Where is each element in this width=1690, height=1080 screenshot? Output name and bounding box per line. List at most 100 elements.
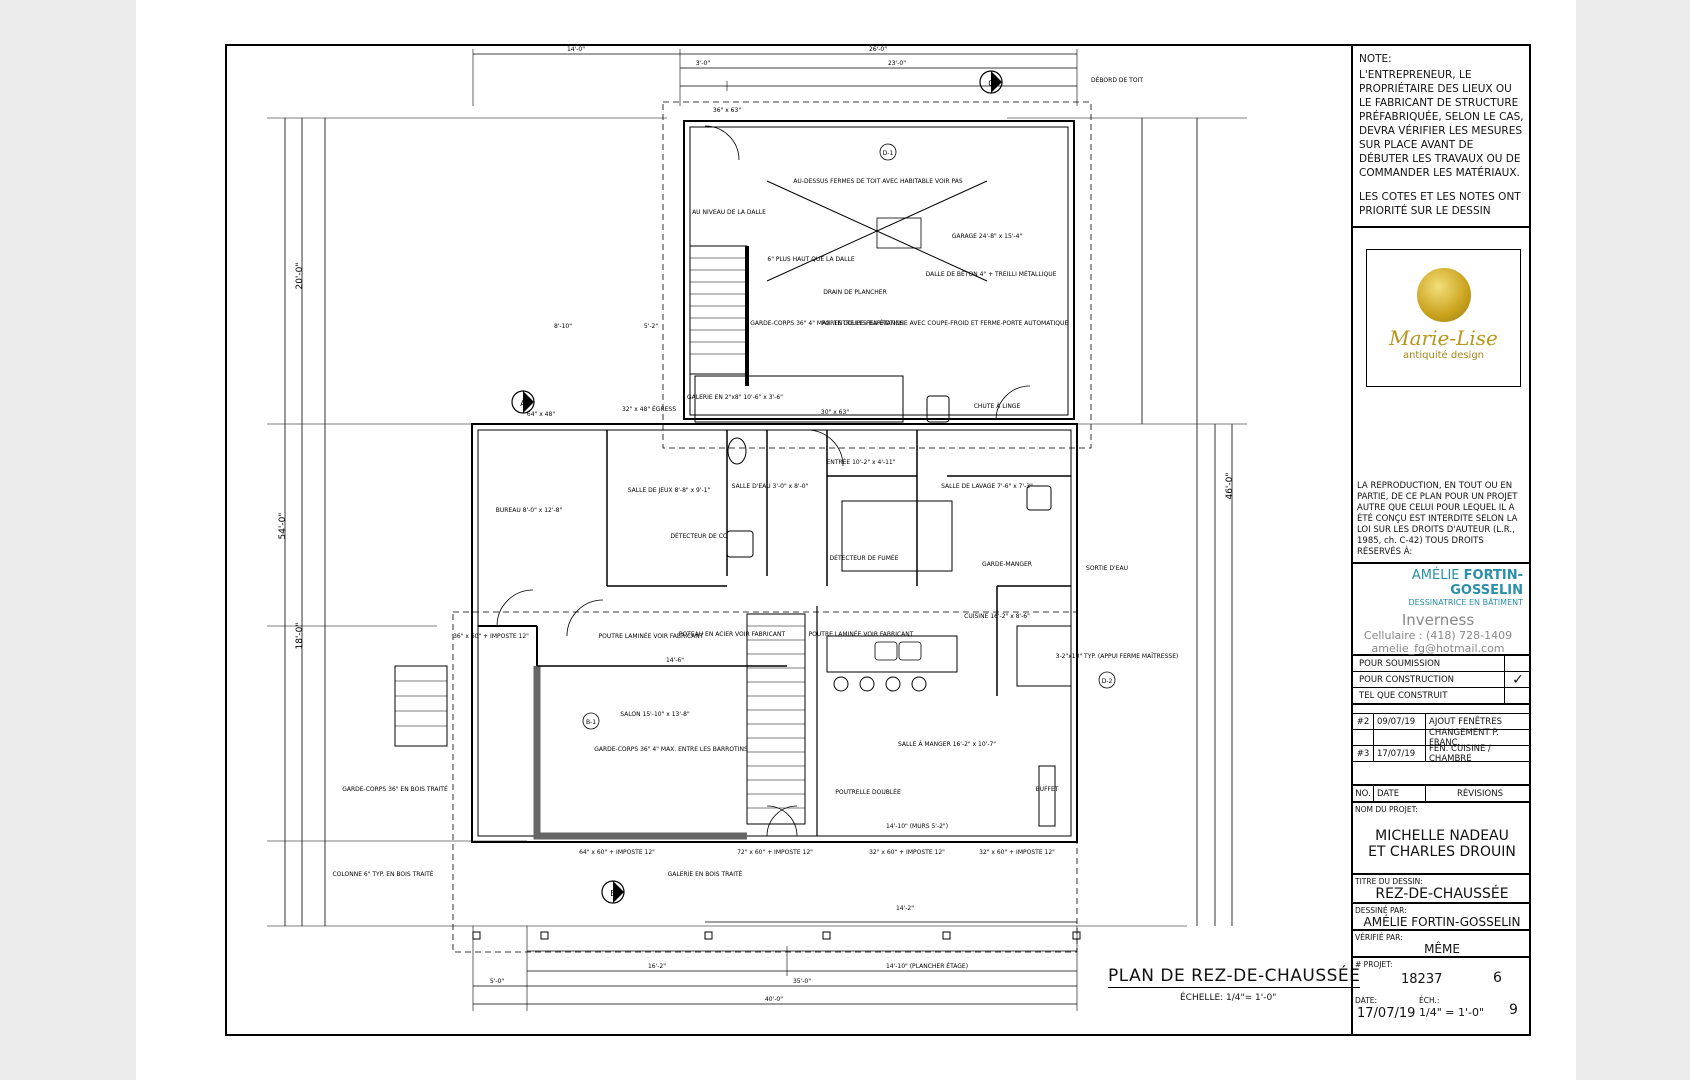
label-fen-4: 32" x 60" + IMPOSTE 12" — [979, 849, 1055, 856]
designed-by-label: DESSINÉ PAR: — [1355, 906, 1407, 915]
revisions-table: #2 09/07/19 AJOUT FENÊTRES CHANGEMENT P.… — [1353, 705, 1531, 803]
drawing-title-box: TITRE DU DESSIN: REZ-DE-CHAUSSÉE — [1353, 875, 1531, 904]
verified-by-label: VÉRIFIÉ PAR: — [1355, 933, 1403, 942]
label-fen-5: 36" x 60" + IMPOSTE 12" — [453, 633, 529, 640]
logo-brand: Marie-Lise — [1389, 326, 1498, 350]
drawing-title-value: REZ-DE-CHAUSSÉE — [1375, 886, 1509, 902]
dim-14-6: 14'-6" — [666, 657, 684, 664]
label-fermes: AU-DESSUS FERMES DE TOIT AVEC HABITABLE … — [793, 178, 963, 185]
status-label: POUR CONSTRUCTION — [1353, 672, 1505, 687]
label-sortie-eau: SORTIE D'EAU — [1086, 565, 1128, 572]
project-label: NOM DU PROJET: — [1355, 805, 1418, 814]
label-salon: SALON 15'-10" x 13'-8" — [620, 711, 690, 718]
section-marker-c: C — [988, 79, 994, 88]
revision-row: #3 17/07/19 FEN. CUISINE / CHAMBRE — [1353, 744, 1531, 764]
label-garde-corps-bois: GARDE-CORPS 36" EN BOIS TRAITÉ — [342, 785, 448, 793]
label-fen-nord: 64" x 48" — [527, 411, 555, 418]
label-poteau: POTEAU EN ACIER VOIR FABRICANT — [679, 631, 786, 638]
revision-date — [1374, 730, 1426, 745]
drawing-sheet — [136, 0, 1576, 1080]
label-galerie-haut: GALERIE EN 2"x8" 10'-6" x 3'-6" — [687, 394, 783, 401]
label-salle-jeux: SALLE DE JEUX 8'-8" x 9'-1" — [628, 487, 711, 494]
project-name-box: NOM DU PROJET: MICHELLE NADEAU ET CHARLE… — [1353, 803, 1531, 875]
label-salle-manger: SALLE À MANGER 16'-2" x 10'-7" — [898, 741, 996, 748]
label-buffet: BUFFET — [1036, 786, 1059, 793]
revision-header-no: NO. — [1353, 786, 1374, 801]
floor-plan: 14'-0" 26'-0" 23'-0" 3'-0" 40'-0" 35'-0"… — [267, 46, 1247, 1011]
section-marker-a: A — [520, 399, 526, 408]
logo: Marie-Lise antiquité design — [1366, 249, 1521, 387]
verified-by-box: VÉRIFIÉ PAR: MÊME — [1353, 931, 1531, 958]
plan-scale: ÉCHELLE: 1/4"= 1'-0" — [1180, 993, 1277, 1003]
status-row: POUR SOUMISSION — [1353, 656, 1531, 672]
drawing-title-label: TITRE DU DESSIN: — [1355, 877, 1423, 886]
revision-header: NO. DATE RÉVISIONS — [1353, 785, 1531, 803]
plan-title: PLAN DE REZ-DE-CHAUSSÉE — [1108, 966, 1361, 988]
label-garde-manger: GARDE-MANGER — [982, 561, 1032, 568]
dim-20ft: 20'-0" — [295, 262, 305, 289]
copyright-notice: LA REPRODUCTION, EN TOUT OU EN PARTIE, D… — [1357, 481, 1518, 557]
revision-row: CHANGEMENT P. FRANÇ. — [1353, 728, 1531, 748]
designed-by-box: DESSINÉ PAR: AMÉLIE FORTIN-GOSSELIN — [1353, 904, 1531, 931]
label-drain: DRAIN DE PLANCHER — [823, 289, 887, 296]
label-fen-3: 32" x 60" + IMPOSTE 12" — [869, 849, 945, 856]
dim-40ft: 40'-0" — [765, 996, 783, 1003]
tag-b1: B-1 — [586, 719, 596, 726]
designed-by-value: AMÉLIE FORTIN-GOSSELIN — [1363, 915, 1521, 929]
label-fen-2: 72" x 60" + IMPOSTE 12" — [737, 849, 813, 856]
revision-desc: AJOUT FENÊTRES — [1429, 716, 1502, 727]
dim-plancher-etage: 14'-10" (PLANCHER ÉTAGE) — [886, 962, 968, 970]
designer-email[interactable]: amelie_fg@hotmail.com — [1371, 642, 1505, 655]
label-poutre-2: POUTRE LAMINÉE VOIR FABRICANT — [809, 630, 914, 638]
dim-mur: 14'-10" (MURS 5'-2") — [886, 823, 948, 830]
dim-8-10: 8'-10" — [554, 323, 572, 330]
notes-box: NOTE: L'ENTREPRENEUR, LE PROPRIÉTAIRE DE… — [1353, 44, 1531, 228]
project-line-2: ET CHARLES DROUIN — [1368, 844, 1516, 860]
logo-tagline: antiquité design — [1402, 350, 1485, 361]
revision-no — [1353, 730, 1374, 745]
logo-area: Marie-Lise antiquité design LA REPRODUCT… — [1353, 228, 1531, 564]
label-debord: DÉBORD DE TOIT — [1091, 76, 1143, 84]
dim-14ft: 14'-0" — [567, 46, 585, 53]
label-fen-garage: 36" x 63" — [713, 107, 741, 114]
dim-5-2: 5'-2" — [644, 323, 658, 330]
designer-city: Inverness — [1401, 611, 1475, 629]
label-galerie-bas: GALERIE EN BOIS TRAITÉ — [668, 870, 743, 878]
notes-paragraph-1: L'ENTREPRENEUR, LE PROPRIÉTAIRE DES LIEU… — [1359, 69, 1524, 179]
label-dalle: DALLE DE BÉTON 4" + TREILLI MÉTALLIQUE — [926, 270, 1057, 278]
status-row: POUR CONSTRUCTION ✓ — [1353, 672, 1531, 688]
title-block: NOTE: L'ENTREPRENEUR, LE PROPRIÉTAIRE DE… — [1351, 44, 1531, 1036]
sheet-current: 6 — [1493, 970, 1502, 986]
scale-label: ÉCH.: — [1419, 996, 1440, 1005]
designer-last-name: FORTIN-GOSSELIN — [1450, 568, 1523, 598]
revision-no: #2 — [1353, 714, 1374, 729]
label-fen-entree: 30" x 63" — [821, 409, 849, 416]
revision-date: 09/07/19 — [1374, 714, 1426, 729]
project-no-value: 18237 — [1401, 972, 1443, 987]
dim-54ft: 54'-0" — [278, 512, 288, 539]
label-fen-egress: 32" x 48" ÉGRESS — [622, 405, 676, 413]
status-label: TEL QUE CONSTRUIT — [1353, 688, 1505, 703]
designer-first-name: AMÉLIE — [1411, 568, 1460, 583]
status-table: POUR SOUMISSION POUR CONSTRUCTION ✓ TEL … — [1353, 656, 1531, 705]
scale-value: 1/4" = 1'-0" — [1419, 1006, 1485, 1019]
section-marker-b: B — [610, 889, 616, 898]
designer-title: DESSINATRICE EN BÂTIMENT — [1408, 598, 1523, 607]
tag-d1: D-1 — [883, 150, 894, 157]
revision-row: #2 09/07/19 AJOUT FENÊTRES — [1353, 714, 1531, 730]
dim-18ft: 18'-0" — [295, 622, 305, 649]
dim-3ft: 3'-0" — [696, 60, 710, 67]
checkmark-icon: ✓ — [1512, 671, 1524, 688]
gold-medallion-icon — [1416, 268, 1471, 322]
label-entree: ENTRÉE 10'-2" x 4'-11" — [826, 458, 895, 466]
status-label: POUR SOUMISSION — [1353, 656, 1505, 671]
label-poutre-1: POUTRE LAMINÉE VOIR FABRICANT — [599, 632, 704, 640]
notes-heading: NOTE: — [1359, 53, 1392, 65]
label-salle-eau: SALLE D'EAU 3'-0" x 8'-0" — [732, 483, 809, 490]
label-detecteur-co: DÉTECTEUR DE CO — [670, 532, 727, 540]
label-porte-coupe-feu: PORTE COUPE-FEU ÉTANCHE AVEC COUPE-FROID… — [822, 319, 1069, 327]
revision-header-desc: RÉVISIONS — [1457, 788, 1503, 799]
label-garde-corps-salon: GARDE-CORPS 36" 4" MAX. ENTRE LES BARROT… — [594, 746, 748, 753]
verified-by-value: MÊME — [1424, 942, 1460, 956]
label-niveau: AU NIVEAU DE LA DALLE — [692, 209, 766, 216]
